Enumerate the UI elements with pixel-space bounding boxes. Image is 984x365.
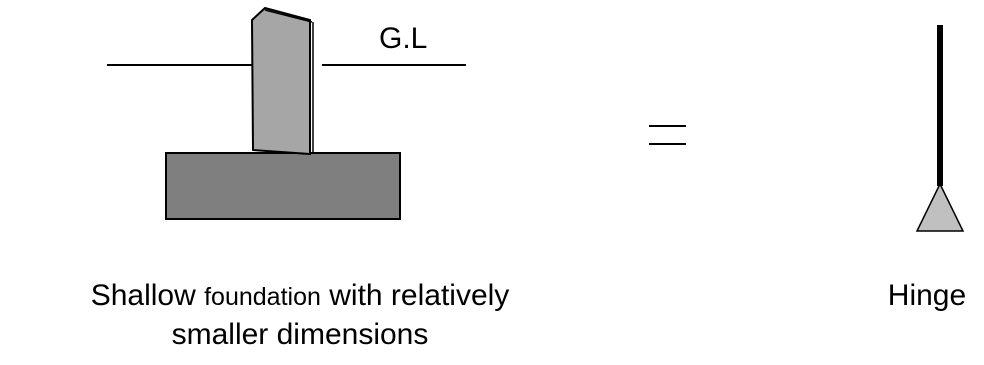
ground-label: G.L bbox=[379, 22, 427, 55]
footing bbox=[165, 152, 401, 220]
caption-phrase-with-relatively: with relatively bbox=[329, 279, 510, 312]
equals-sign bbox=[649, 125, 686, 145]
column bbox=[250, 6, 311, 156]
hinge-caption: Hinge bbox=[887, 279, 967, 312]
shallow-foundation-caption: Shallow foundation with relatively small… bbox=[20, 276, 580, 354]
caption-word-foundation: foundation bbox=[204, 283, 321, 311]
caption-word-shallow: Shallow bbox=[90, 279, 196, 312]
hinge-support-triangle bbox=[915, 182, 965, 232]
column-top-edge bbox=[264, 9, 313, 23]
caption-line-2: smaller dimensions bbox=[171, 318, 429, 351]
